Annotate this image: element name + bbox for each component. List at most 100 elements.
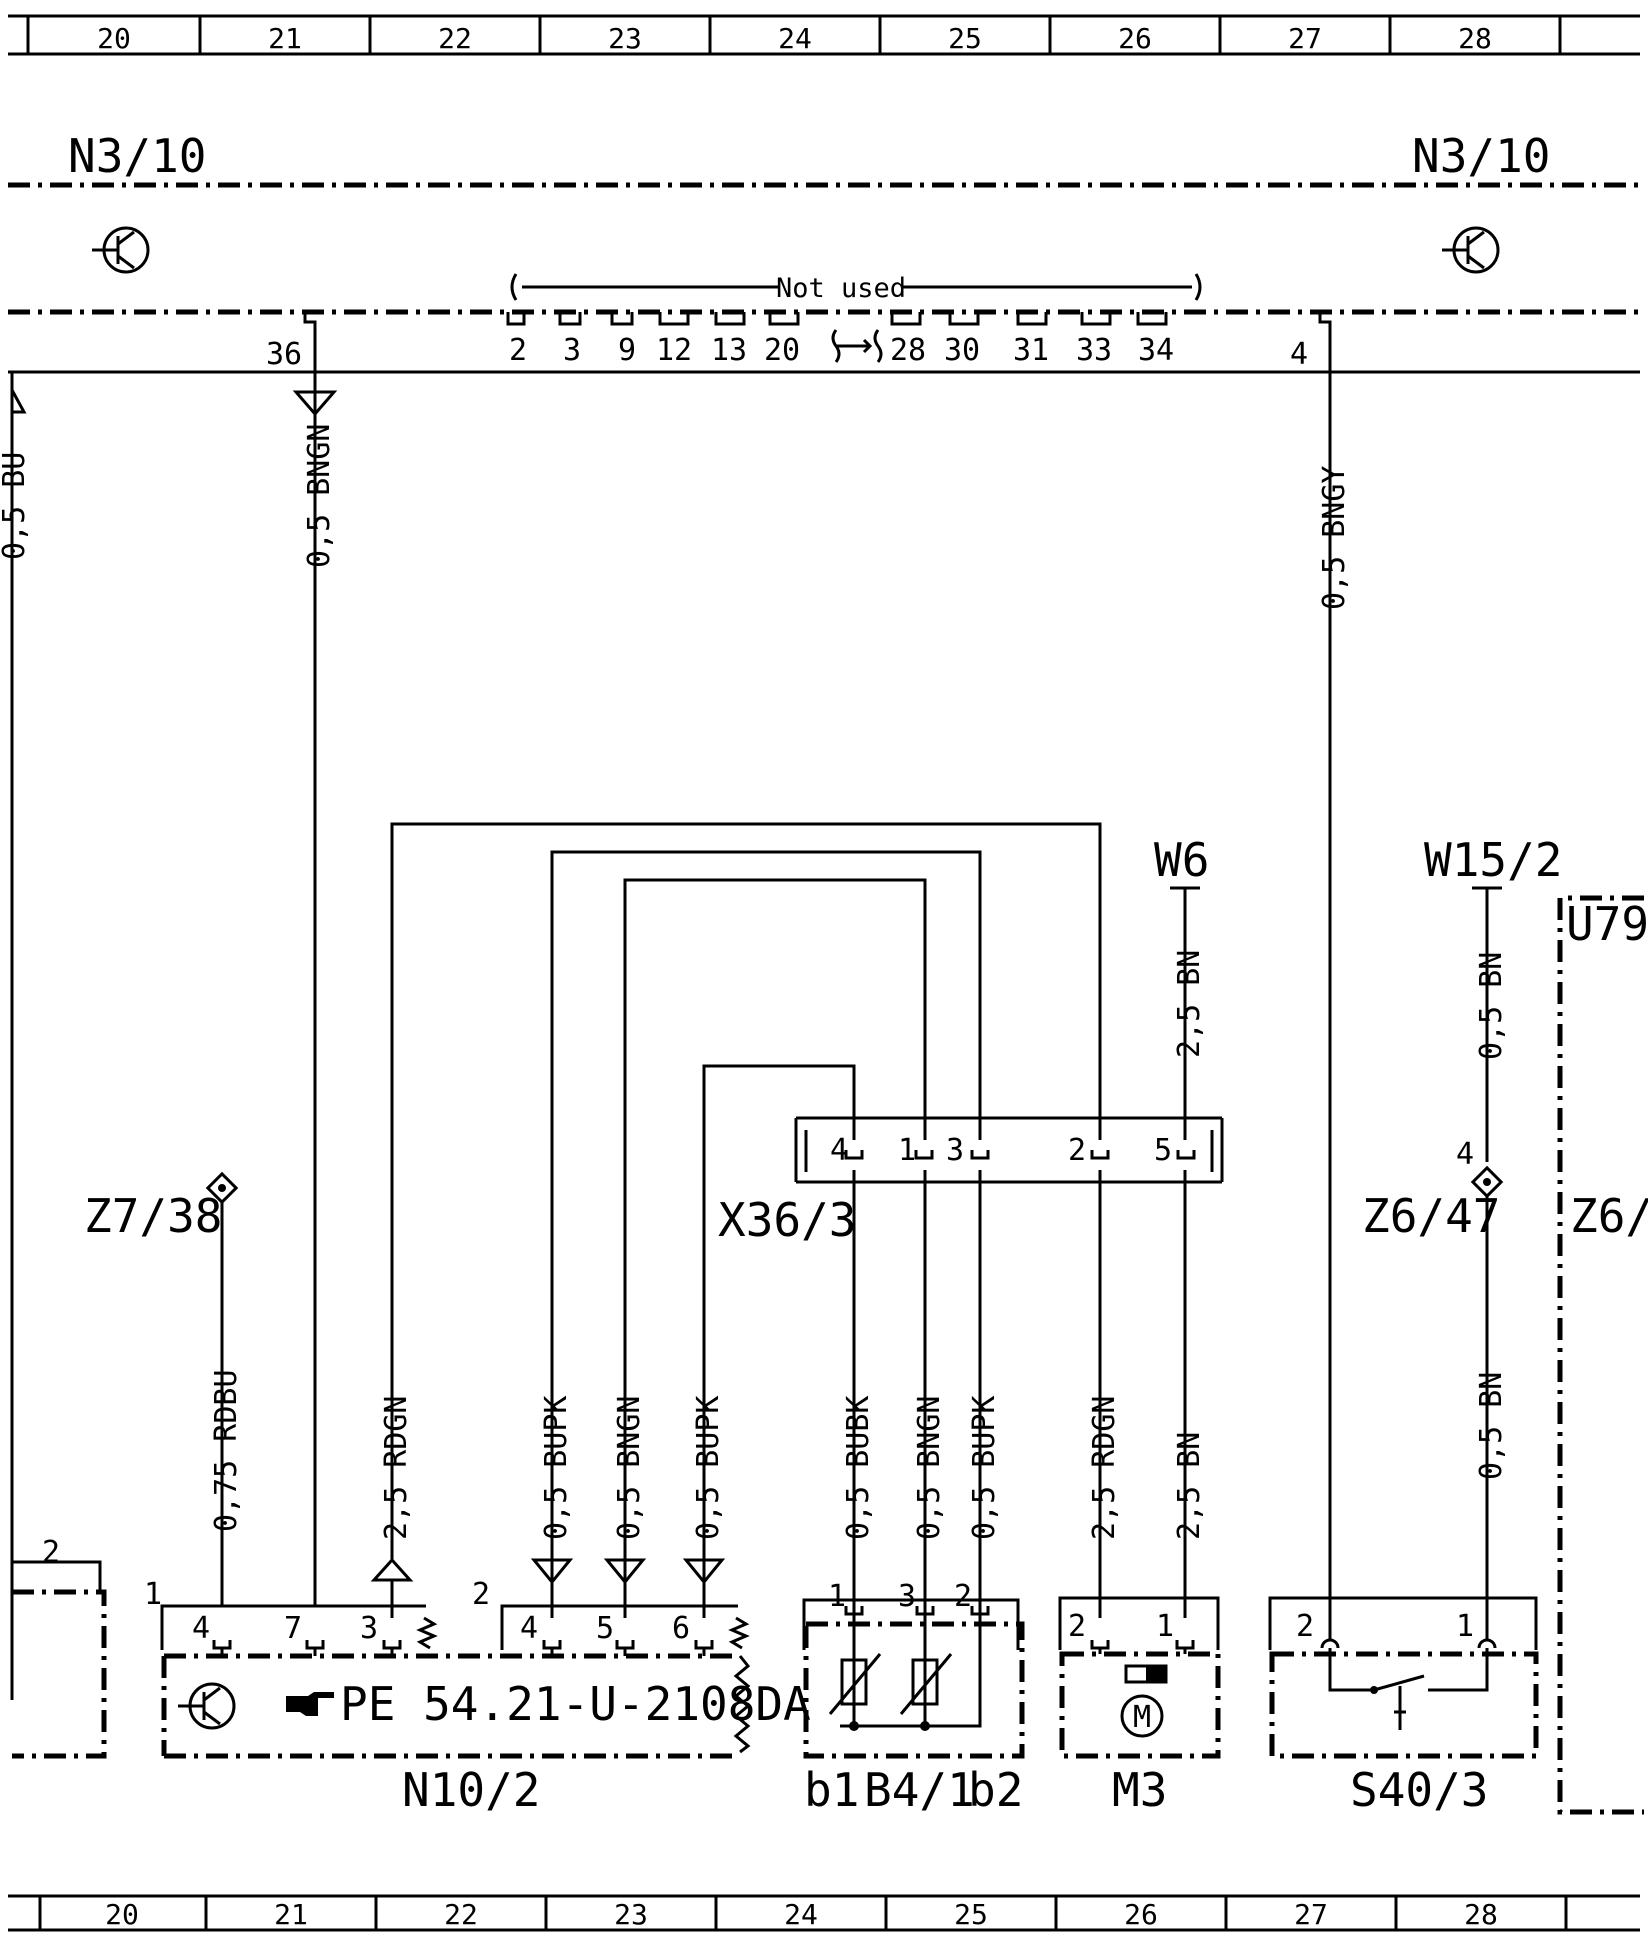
not-used-pin-34: 34: [1138, 333, 1174, 368]
transistor-icon: [92, 226, 150, 274]
wire-label-m3-bn: 2,5 BN: [1172, 1432, 1207, 1540]
splice-z6-47: 4 Z6/47: [1362, 1137, 1504, 1243]
x36-pin-3: 3: [946, 1133, 964, 1168]
n10-2-label: N10/2: [402, 1763, 540, 1817]
wire-label-s40-bn: 0,5 BN: [1474, 1372, 1509, 1480]
wire-label-b4-bubk: 0,5 BUBK: [841, 1396, 876, 1541]
wire-label-bngy-4: 0,5 BNGY: [1317, 466, 1352, 611]
grid-col-27-top: 27: [1288, 22, 1322, 55]
w15-2-label: W15/2: [1424, 833, 1562, 887]
b4-pin-2: 2: [954, 1579, 972, 1614]
b4-b1-label: b1: [804, 1763, 859, 1817]
z7-38-label: Z7/38: [84, 1189, 222, 1243]
sensor-b4-1: 1 3 2 b1 B4/1 b2: [802, 1579, 1025, 1817]
n3-10-label-right: N3/10: [1412, 129, 1550, 183]
w6-label: W6: [1154, 833, 1209, 887]
connector-x36-3: 4 1 3 2 5 X36/3: [718, 1116, 1224, 1247]
not-used-pin-31: 31: [1013, 333, 1049, 368]
b4-1-label: B4/1: [864, 1763, 975, 1817]
m3-label: M3: [1112, 1763, 1167, 1817]
component-u79: U79 Z6/: [1557, 895, 1648, 1815]
b4-pin-1: 1: [828, 1579, 846, 1614]
n10-pin-4: 4: [192, 1611, 210, 1646]
wire-label-rdbu: 0,75 RDBU: [209, 1369, 244, 1532]
pin-range-break-icon: [831, 329, 883, 363]
x36-pin-1: 1: [898, 1133, 916, 1168]
grid-col-23-bottom: 23: [614, 1898, 648, 1931]
grid-col-22-top: 22: [438, 22, 472, 55]
partial-component-left: 2: [12, 1535, 107, 1759]
not-used-pin-2: 2: [509, 333, 527, 368]
n10-ref-label: PE 54.21-U-2108DA: [340, 1677, 811, 1731]
grid-col-28-bottom: 28: [1464, 1898, 1498, 1931]
not-used-pin-20: 20: [764, 333, 800, 368]
grid-col-24-bottom: 24: [784, 1898, 818, 1931]
b4-pin-3: 3: [898, 1579, 916, 1614]
grid-col-25-top: 25: [948, 22, 982, 55]
grid-col-21-top: 21: [268, 22, 302, 55]
u79-label: U79: [1566, 897, 1648, 951]
wire-label-w6-bn: 2,5 BN: [1172, 950, 1207, 1058]
not-used-pin-30: 30: [944, 333, 980, 368]
x36-3-label: X36/3: [718, 1193, 856, 1247]
grid-col-24-top: 24: [778, 22, 812, 55]
z6-right-label: Z6/: [1570, 1189, 1648, 1243]
motor-m-glyph: M: [1133, 1700, 1151, 1735]
grid-col-28-top: 28: [1458, 22, 1492, 55]
n10-pin-4b: 4: [520, 1611, 538, 1646]
grid-col-26-bottom: 26: [1124, 1898, 1158, 1931]
n10-pin-3: 3: [360, 1611, 378, 1646]
wire-bngn-loop: [623, 878, 927, 1580]
grid-col-25-bottom: 25: [954, 1898, 988, 1931]
ground-point-w6: W6 2,5 BN: [1154, 833, 1209, 1140]
bottom-grid-ruler: 20 21 22 23 24 25 26 27 28: [8, 1894, 1640, 1932]
b4-b2-label: b2: [968, 1763, 1023, 1817]
s40-pin-1: 1: [1456, 1609, 1474, 1644]
z6-47-label: Z6/47: [1362, 1189, 1500, 1243]
grid-col-21-bottom: 21: [274, 1898, 308, 1931]
not-used-pin-13: 13: [711, 333, 747, 368]
wire-label-left-edge: 0,5 BU: [0, 452, 32, 560]
n3-10-label-left: N3/10: [68, 129, 206, 183]
wire-label-m3-rdgn: 2,5 RDGN: [1087, 1396, 1122, 1541]
wire-bupk-6-loop: [702, 1064, 856, 1580]
not-used-label: Not used: [776, 273, 906, 304]
x36-pin-5: 5: [1154, 1133, 1172, 1168]
n10-pin-7: 7: [284, 1611, 302, 1646]
wire-rdgn-loop: [390, 822, 1102, 1562]
grid-col-27-bottom: 27: [1294, 1898, 1328, 1931]
wire-label-bupk-4: 0,5 BUPK: [539, 1396, 574, 1541]
grid-col-20-bottom: 20: [105, 1898, 139, 1931]
wire-label-b4-bngn: 0,5 BNGN: [912, 1396, 947, 1541]
n10-pin-5: 5: [596, 1611, 614, 1646]
pin-4-label: 4: [1290, 337, 1308, 372]
wire-label-b4-bupk: 0,5 BUPK: [967, 1396, 1002, 1541]
not-used-bracket: Not used: [510, 273, 1202, 304]
wire-label-rdgn-left: 2,5 RDGN: [379, 1396, 414, 1541]
grid-col-23-top: 23: [608, 22, 642, 55]
m3-pin-1: 1: [1156, 1609, 1174, 1644]
not-used-pin-33: 33: [1076, 333, 1112, 368]
transistor-icon: [178, 1682, 236, 1730]
pointing-hand-icon: [286, 1692, 334, 1716]
motor-m3: 2 1 M M3: [1058, 1596, 1221, 1817]
n10-pin-6: 6: [672, 1611, 690, 1646]
s40-pin-2: 2: [1296, 1609, 1314, 1644]
not-used-pin-28: 28: [890, 333, 926, 368]
wire-label-bupk-6: 0,5 BUPK: [691, 1396, 726, 1541]
not-used-pin-3: 3: [563, 333, 581, 368]
n10-conn-2: 2: [472, 1577, 490, 1612]
switch-s40-3: 2 1 S40/3: [1268, 1596, 1539, 1817]
splice-z7-38: Z7/38: [84, 1171, 239, 1243]
wire-bupk-loop: [550, 850, 982, 1580]
x36-pin-2: 2: [1068, 1133, 1086, 1168]
n10-conn-1: 1: [144, 1577, 162, 1612]
grid-col-22-bottom: 22: [444, 1898, 478, 1931]
pin-36-label: 36: [266, 337, 302, 372]
top-grid-ruler: 20 21 22 23 24 25 26 27 28: [8, 14, 1640, 56]
grid-col-26-top: 26: [1118, 22, 1152, 55]
m3-pin-2: 2: [1068, 1609, 1086, 1644]
module-n10-2: 1 2 4 7 3 4 5 6: [144, 1577, 811, 1817]
wire-label-bngn-5: 0,5 BNGN: [612, 1396, 647, 1541]
